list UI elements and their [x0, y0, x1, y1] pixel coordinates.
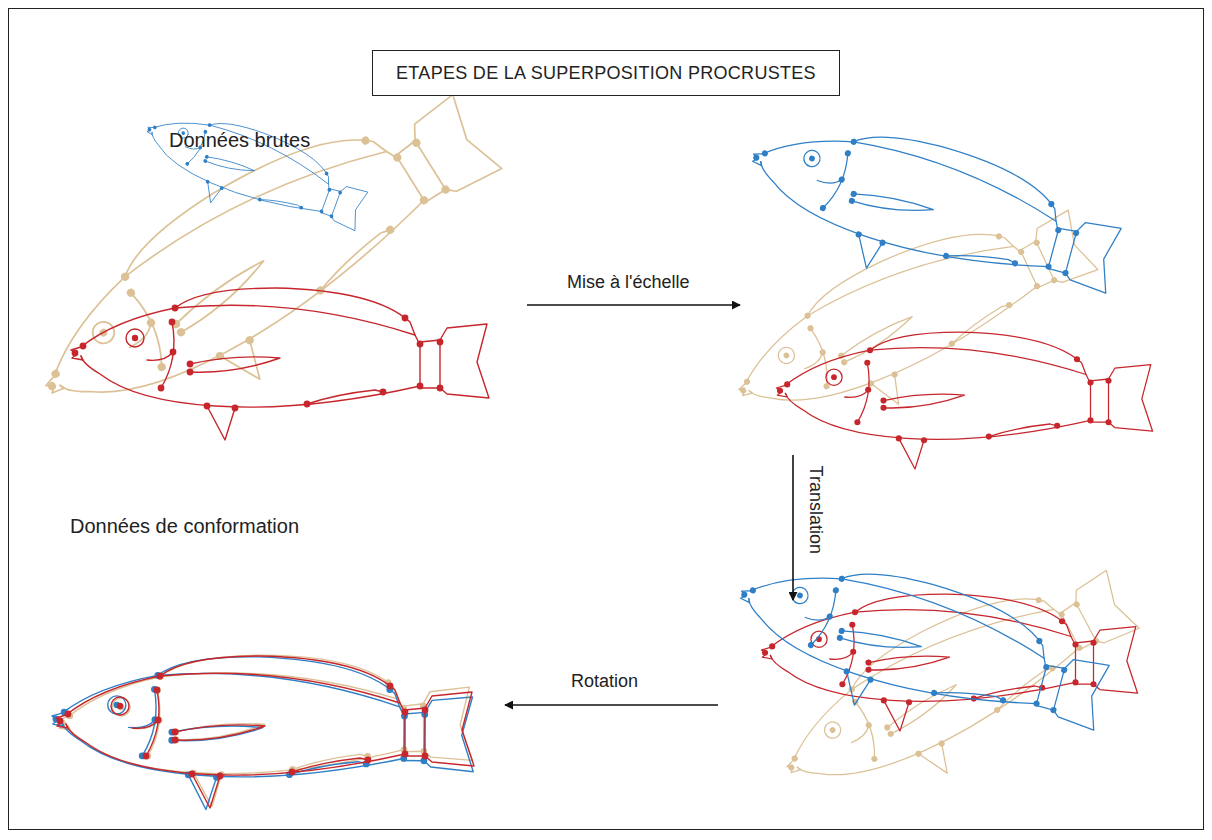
fish-red [56, 656, 474, 808]
step-arrow [792, 455, 794, 600]
step-label: Translation [804, 466, 826, 554]
fish-red [71, 288, 489, 440]
frame [9, 9, 1204, 830]
fish-blue [131, 95, 376, 252]
title-box: ETAPES DE LA SUPERPOSITION PROCRUSTES [372, 50, 840, 96]
fish-red [776, 332, 1152, 469]
fish-blue [50, 653, 475, 814]
step-arrow [505, 704, 718, 706]
step-arrow [527, 304, 740, 306]
fish-blue [721, 537, 1120, 767]
panel-label: Données brutes [169, 128, 310, 152]
fish-red [761, 594, 1137, 731]
fish-tan [7, 57, 529, 477]
fish-tan [715, 180, 1114, 463]
panel-label: Données de conformation [70, 514, 299, 538]
fish-tan [761, 541, 1157, 838]
fish-blue [733, 100, 1132, 330]
step-label: Mise à l'échelle [567, 272, 690, 294]
step-label: Rotation [571, 671, 638, 693]
fish-tan [57, 651, 473, 809]
title-text: ETAPES DE LA SUPERPOSITION PROCRUSTES [396, 63, 816, 84]
